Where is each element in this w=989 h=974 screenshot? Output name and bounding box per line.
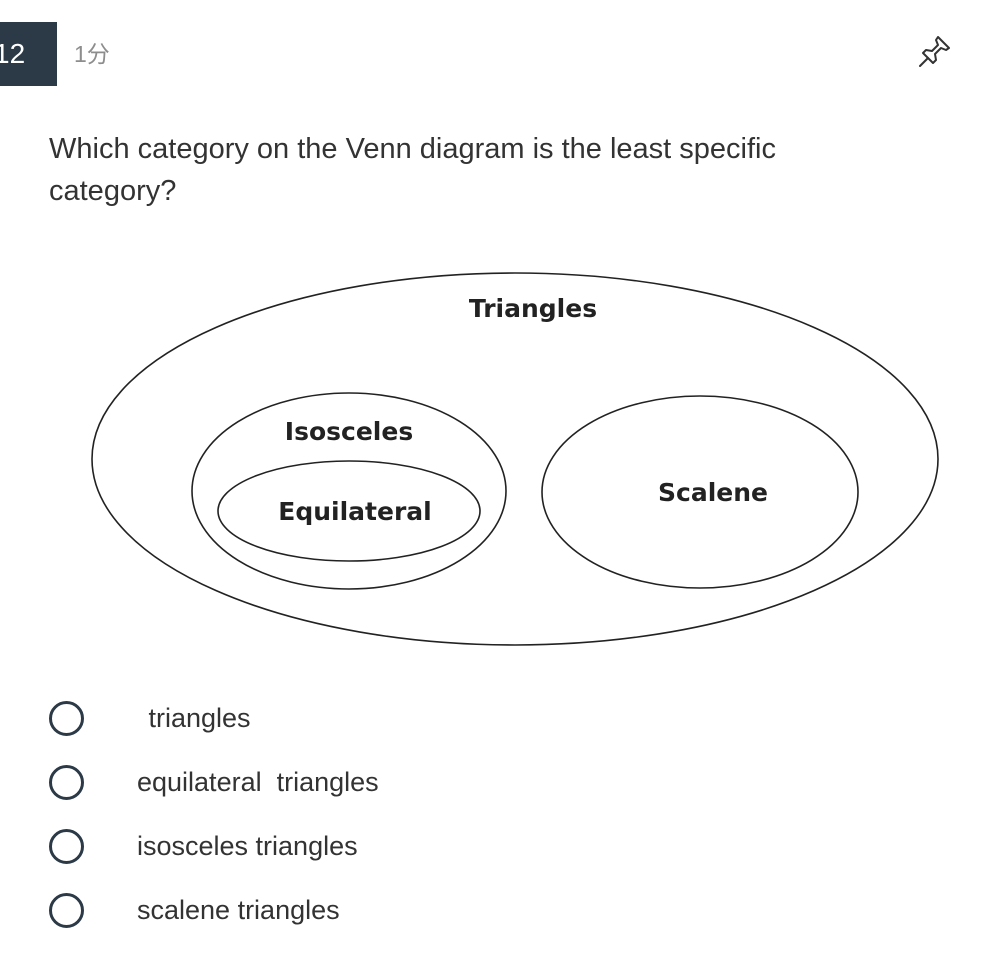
option-label: triangles	[141, 702, 251, 733]
question-text: Which category on the Venn diagram is th…	[49, 133, 776, 207]
label-triangles: Triangles	[469, 294, 597, 323]
scalene-set	[541, 395, 859, 589]
radio-button[interactable]	[49, 764, 84, 800]
label-isosceles: Isosceles	[285, 417, 413, 446]
label-equilateral: Equilateral	[278, 497, 431, 526]
question-number-badge: 12	[0, 22, 57, 86]
option-triangles[interactable]: triangles	[49, 693, 251, 743]
equilateral-set	[217, 460, 481, 562]
radio-button[interactable]	[49, 828, 84, 864]
triangles-set	[91, 272, 939, 646]
pin-button[interactable]	[914, 30, 956, 72]
venn-diagram: Triangles Isosceles Equilateral Scalene	[0, 260, 989, 660]
pin-icon	[919, 36, 950, 67]
option-label: isosceles triangles	[137, 830, 358, 861]
question-number: 12	[0, 38, 26, 69]
option-equilateral-triangles[interactable]: equilateral triangles	[49, 757, 379, 807]
radio-button[interactable]	[49, 892, 84, 928]
option-label: equilateral triangles	[137, 766, 379, 797]
option-label: scalene triangles	[137, 894, 340, 925]
option-isosceles-triangles[interactable]: isosceles triangles	[49, 821, 358, 871]
question-points: 1分	[74, 41, 110, 67]
label-scalene: Scalene	[658, 478, 768, 507]
option-scalene-triangles[interactable]: scalene triangles	[49, 885, 340, 935]
isosceles-set	[191, 392, 507, 590]
radio-button[interactable]	[49, 700, 84, 736]
